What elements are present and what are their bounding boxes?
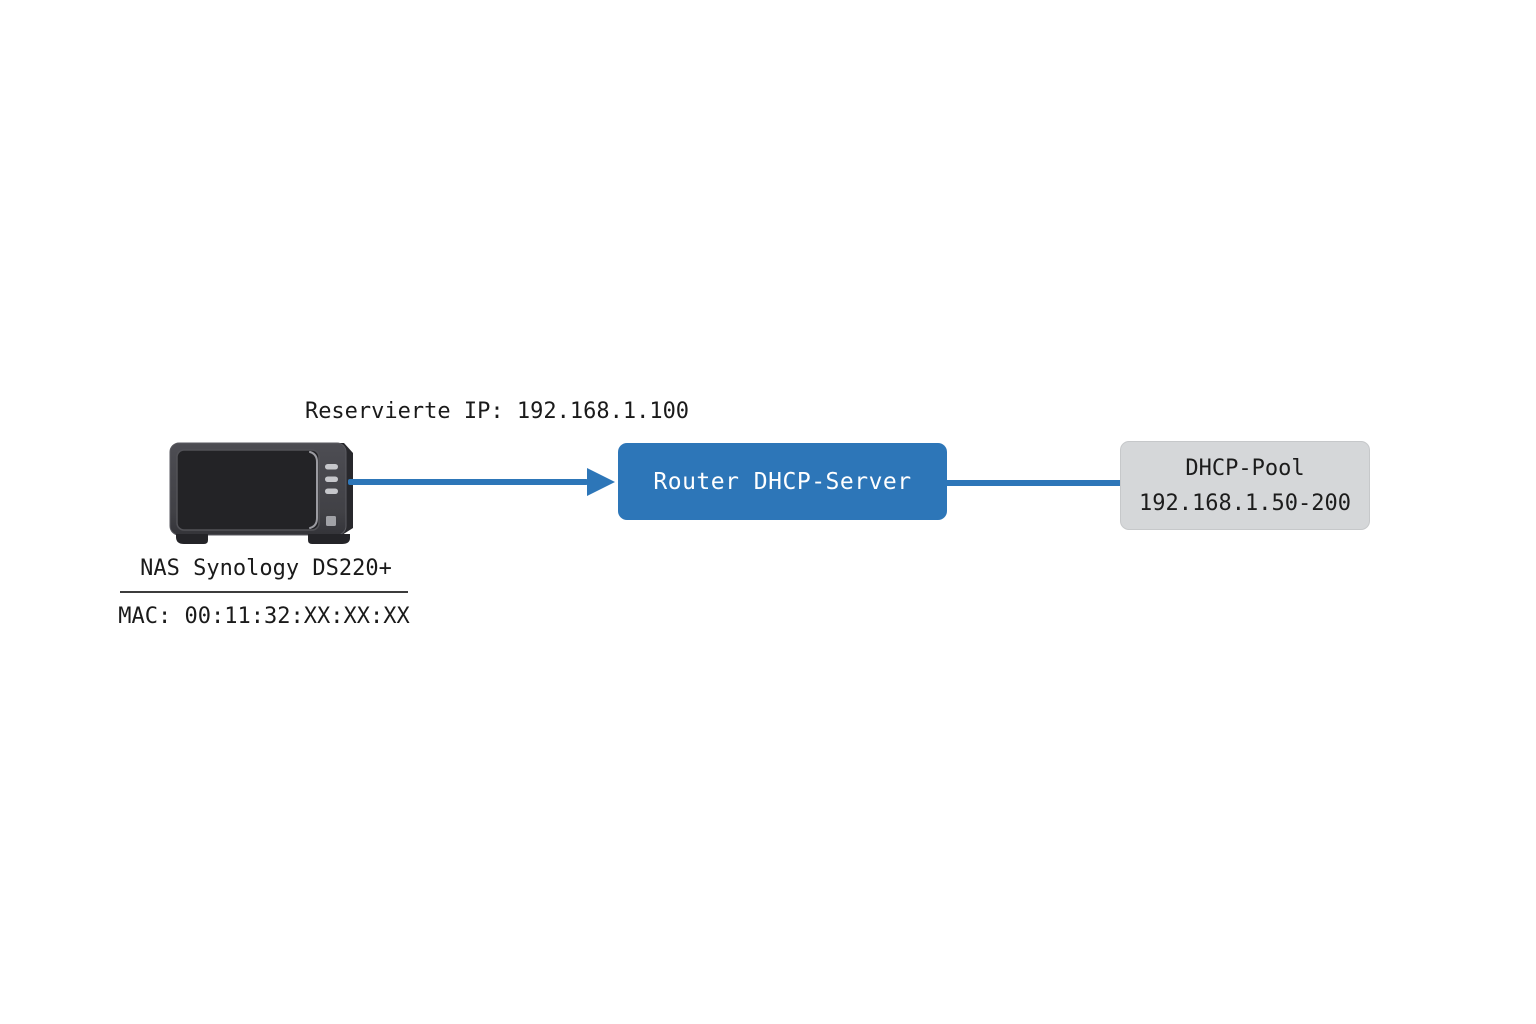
nas-led-icon: [325, 488, 338, 494]
nas-led-icon: [325, 464, 338, 470]
dhcp-pool-node: DHCP-Pool 192.168.1.50-200: [1120, 441, 1370, 530]
nas-led-icon: [325, 476, 338, 482]
nas-divider-line: [120, 591, 408, 593]
nas-to-router-arrowhead-icon: [587, 468, 615, 496]
nas-foot: [176, 534, 208, 544]
router-to-pool-connector-line: [945, 480, 1122, 486]
nas-label: NAS Synology DS220+: [140, 556, 392, 581]
nas-device-icon: [169, 442, 353, 544]
nas-mac-label: MAC: 00:11:32:XX:XX:XX: [118, 604, 410, 629]
nas-foot: [308, 534, 350, 544]
nas-to-router-arrow-line: [348, 479, 588, 485]
nas-power-button-icon: [326, 516, 336, 526]
reserved-ip-label: Reservierte IP: 192.168.1.100: [304, 399, 690, 424]
router-dhcp-server-node: Router DHCP-Server: [618, 443, 947, 520]
dhcp-pool-title: DHCP-Pool: [1185, 455, 1305, 481]
router-dhcp-server-label: Router DHCP-Server: [653, 468, 912, 495]
nas-panel-highlight: [309, 451, 318, 529]
nas-front-panel: [176, 449, 320, 531]
dhcp-pool-range: 192.168.1.50-200: [1139, 490, 1351, 516]
